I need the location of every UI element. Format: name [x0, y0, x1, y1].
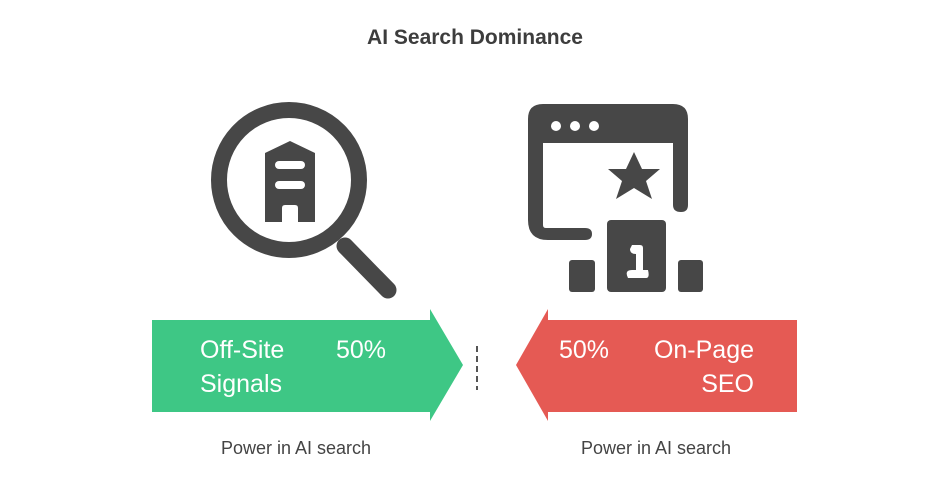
magnifier-building-icon [211, 102, 397, 299]
off-site-arrow [152, 309, 463, 421]
off-site-percent: 50% [336, 336, 387, 364]
on-page-percent: 50% [559, 336, 610, 364]
browser-star-podium-icon [528, 104, 703, 292]
on-page-caption: Power in AI search [580, 438, 732, 458]
off-site-caption: Power in AI search [220, 438, 372, 458]
on-page-arrow [516, 309, 797, 421]
diagram-title: AI Search Dominance [367, 26, 583, 49]
